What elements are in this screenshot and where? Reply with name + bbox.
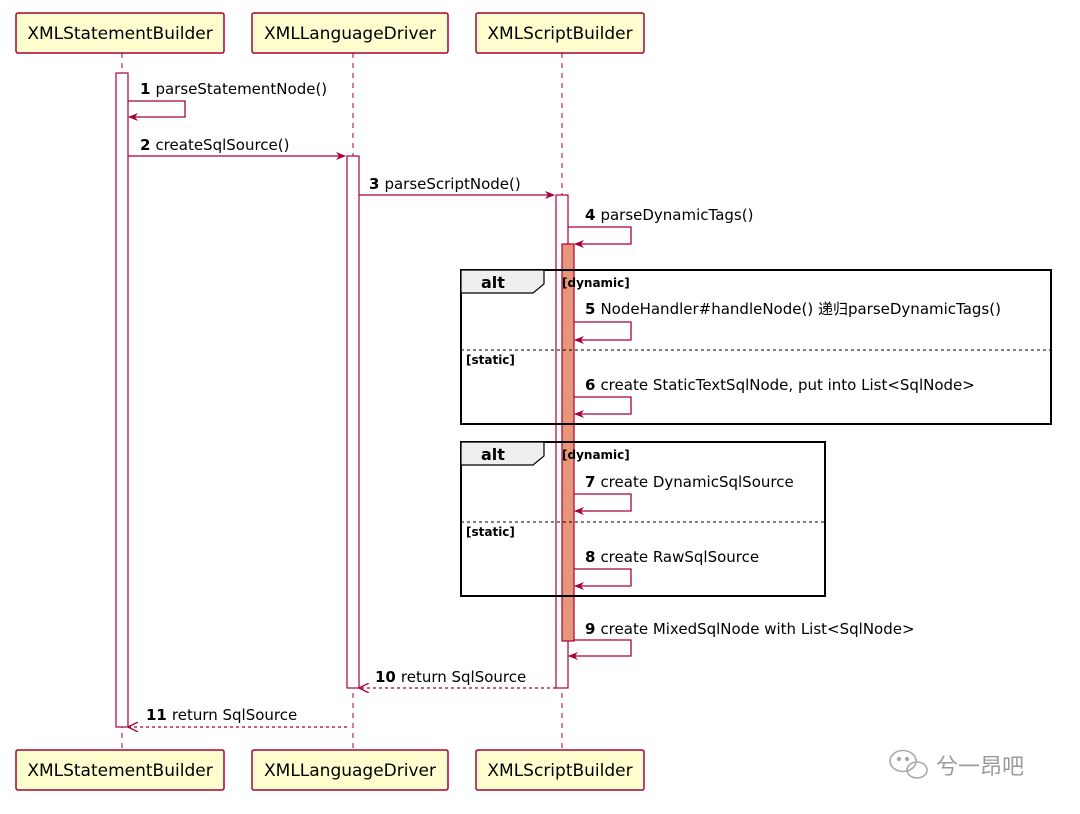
watermark: 兮一昂吧 <box>889 749 1024 780</box>
message-text: parseDynamicTags() <box>600 206 753 224</box>
message-4: 4 parseDynamicTags() <box>568 206 753 248</box>
fragment-guard-dynamic: [dynamic] <box>562 276 630 290</box>
message-number: 6 <box>585 376 595 394</box>
participant-bottom-xmlscriptbuilder: XMLScriptBuilder <box>475 749 645 791</box>
message-label: 3 parseScriptNode() <box>369 175 521 193</box>
message-1: 1 parseStatementNode() <box>128 80 327 121</box>
message-7: 7 create DynamicSqlSource <box>574 473 794 515</box>
message-number: 7 <box>585 473 595 491</box>
message-label: 8 create RawSqlSource <box>585 548 759 566</box>
fragment-keyword: alt <box>481 445 505 464</box>
participant-bottom-xmllanguagedriver: XMLLanguageDriver <box>251 749 449 791</box>
message-text: create MixedSqlNode with List<SqlNode> <box>600 620 914 638</box>
participant-top-xmlstatementbuilder: XMLStatementBuilder <box>15 12 225 54</box>
alt-fragment-2: alt [dynamic] [static] <box>460 441 826 597</box>
wechat-icon <box>889 749 928 779</box>
message-label: 6 create StaticTextSqlNode, put into List… <box>585 376 975 394</box>
message-text: create DynamicSqlSource <box>600 473 793 491</box>
participant-label: XMLStatementBuilder <box>27 24 212 44</box>
message-label: 1 parseStatementNode() <box>140 80 327 98</box>
fragment-guard-dynamic: [dynamic] <box>562 448 630 462</box>
message-text: parseStatementNode() <box>155 80 327 98</box>
message-number: 8 <box>585 548 595 566</box>
message-text: NodeHandler#handleNode() 递归parseDynamicT… <box>600 300 1001 318</box>
message-label: 10 return SqlSource <box>375 668 526 686</box>
participant-label: XMLLanguageDriver <box>264 24 436 44</box>
message-text: return SqlSource <box>172 706 297 724</box>
activation-xmlstatementbuilder <box>115 72 129 728</box>
message-label: 7 create DynamicSqlSource <box>585 473 794 491</box>
fragment-guard-static: [static] <box>466 353 515 367</box>
message-2: 2 createSqlSource() <box>128 136 346 160</box>
message-8: 8 create RawSqlSource <box>574 548 759 590</box>
message-label: 2 createSqlSource() <box>140 136 290 154</box>
message-text: create RawSqlSource <box>600 548 759 566</box>
message-3: 3 parseScriptNode() <box>359 175 555 199</box>
participant-bottom-xmlstatementbuilder: XMLStatementBuilder <box>15 749 225 791</box>
message-label: 4 parseDynamicTags() <box>585 206 753 224</box>
message-5: 5 NodeHandler#handleNode() 递归parseDynamic… <box>574 300 1001 344</box>
activation-xmllanguagedriver <box>346 155 360 689</box>
message-text: createSqlSource() <box>155 136 289 154</box>
fragment-keyword: alt <box>481 273 505 292</box>
message-number: 9 <box>585 620 595 638</box>
message-10: 10 return SqlSource <box>360 668 556 688</box>
message-9: 9 create MixedSqlNode with List<SqlNode> <box>568 620 915 660</box>
participant-label: XMLScriptBuilder <box>487 24 632 44</box>
message-number: 3 <box>369 175 379 193</box>
message-number: 10 <box>375 668 396 686</box>
participant-top-xmllanguagedriver: XMLLanguageDriver <box>251 12 449 54</box>
message-number: 1 <box>140 80 150 98</box>
message-11: 11 return SqlSource <box>129 706 347 727</box>
message-label: 5 NodeHandler#handleNode() 递归parseDynamic… <box>585 300 1001 318</box>
message-number: 5 <box>585 300 595 318</box>
message-text: create StaticTextSqlNode, put into List<… <box>600 376 974 394</box>
message-text: return SqlSource <box>401 668 526 686</box>
alt-fragment-1: alt [dynamic] [static] <box>460 269 1052 425</box>
watermark-text: 兮一昂吧 <box>936 755 1024 780</box>
participant-label: XMLLanguageDriver <box>264 761 436 781</box>
participant-top-xmlscriptbuilder: XMLScriptBuilder <box>475 12 645 54</box>
message-label: 11 return SqlSource <box>146 706 297 724</box>
message-number: 4 <box>585 206 595 224</box>
message-label: 9 create MixedSqlNode with List<SqlNode> <box>585 620 915 638</box>
participant-label: XMLScriptBuilder <box>487 761 632 781</box>
message-number: 2 <box>140 136 150 154</box>
fragment-guard-static: [static] <box>466 525 515 539</box>
participant-label: XMLStatementBuilder <box>27 761 212 781</box>
message-number: 11 <box>146 706 167 724</box>
message-text: parseScriptNode() <box>384 175 520 193</box>
message-6: 6 create StaticTextSqlNode, put into List… <box>574 376 975 418</box>
